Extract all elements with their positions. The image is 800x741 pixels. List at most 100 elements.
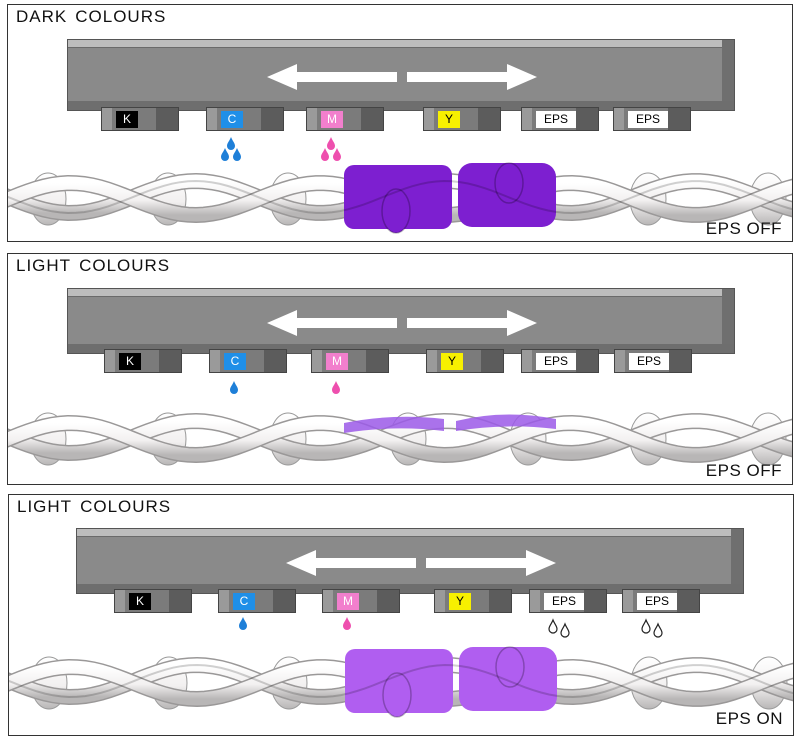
head-right bbox=[169, 590, 191, 612]
head-right bbox=[377, 590, 399, 612]
ink-drop-icon bbox=[321, 137, 341, 161]
head-left bbox=[424, 108, 434, 130]
fabric-yarns bbox=[8, 412, 792, 466]
head-label: EPS bbox=[536, 111, 576, 128]
print-head-eps: EPS bbox=[613, 107, 691, 131]
print-head-c: C bbox=[206, 107, 284, 131]
panel-title-word: COLOURS bbox=[75, 7, 167, 26]
ink-drop-icon bbox=[321, 148, 329, 161]
print-carriage bbox=[76, 528, 744, 594]
dye-area bbox=[456, 414, 556, 431]
head-right bbox=[489, 590, 511, 612]
head-right bbox=[366, 350, 388, 372]
print-head-k: K bbox=[101, 107, 179, 131]
head-right bbox=[273, 590, 295, 612]
panel-title-word: LIGHT bbox=[17, 497, 73, 516]
fabric-yarns bbox=[9, 646, 793, 718]
print-head-k: K bbox=[104, 349, 182, 373]
ink-drop-icon bbox=[221, 137, 241, 161]
double-arrow-icon bbox=[286, 550, 556, 576]
carriage-rail bbox=[77, 529, 743, 537]
head-right bbox=[478, 108, 500, 130]
print-head-m: M bbox=[306, 107, 384, 131]
ink-drop-icon bbox=[230, 381, 238, 394]
head-right bbox=[576, 350, 598, 372]
head-left bbox=[623, 590, 633, 612]
head-right bbox=[481, 350, 503, 372]
ink-drop-icon bbox=[548, 618, 570, 638]
ink-drop-icon bbox=[239, 617, 247, 630]
ink-drop-icon bbox=[343, 617, 351, 630]
carriage-rail bbox=[68, 289, 734, 297]
ink-drop-icon bbox=[233, 148, 241, 161]
carriage-side bbox=[722, 40, 734, 110]
head-left bbox=[615, 350, 625, 372]
ink-drop-icon bbox=[227, 137, 235, 150]
carriage-rail bbox=[68, 40, 734, 48]
ink-drop-icon bbox=[332, 381, 340, 394]
head-left bbox=[307, 108, 317, 130]
head-label: M bbox=[326, 353, 348, 370]
head-label: Y bbox=[449, 593, 471, 610]
head-left bbox=[323, 590, 333, 612]
head-left bbox=[530, 590, 540, 612]
head-label: C bbox=[233, 593, 255, 610]
ink-drop-icon bbox=[239, 617, 247, 630]
head-left bbox=[102, 108, 112, 130]
head-label: C bbox=[224, 353, 246, 370]
print-head-m: M bbox=[322, 589, 400, 613]
eps-status: EPS ON bbox=[715, 709, 783, 728]
head-right bbox=[669, 350, 691, 372]
print-head-eps: EPS bbox=[521, 107, 599, 131]
carriage-bottom bbox=[68, 344, 734, 353]
print-head-c: C bbox=[209, 349, 287, 373]
head-label: K bbox=[119, 353, 141, 370]
carriage-bottom bbox=[68, 101, 734, 110]
double-arrow-icon bbox=[267, 64, 537, 90]
ink-drop-icon bbox=[327, 137, 335, 150]
double-arrow-icon bbox=[267, 310, 537, 336]
print-carriage bbox=[67, 39, 735, 111]
ink-drop-icon bbox=[333, 148, 341, 161]
head-label: EPS bbox=[544, 593, 584, 610]
print-head-y: Y bbox=[423, 107, 501, 131]
fabric-yarns bbox=[8, 162, 792, 234]
head-right bbox=[159, 350, 181, 372]
head-right bbox=[677, 590, 699, 612]
ink-drop-icon bbox=[221, 148, 229, 161]
print-head-y: Y bbox=[434, 589, 512, 613]
head-left bbox=[312, 350, 322, 372]
head-left bbox=[210, 350, 220, 372]
print-head-k: K bbox=[114, 589, 192, 613]
ink-drop-icon bbox=[653, 622, 663, 638]
ink-drop-icon bbox=[641, 618, 663, 638]
eps-status: EPS OFF bbox=[705, 461, 782, 480]
print-head-eps: EPS bbox=[622, 589, 700, 613]
panel-title-word: COLOURS bbox=[79, 256, 171, 275]
head-right bbox=[584, 590, 606, 612]
print-carriage bbox=[67, 288, 735, 354]
head-label: EPS bbox=[628, 111, 668, 128]
head-label: K bbox=[129, 593, 151, 610]
head-right bbox=[361, 108, 383, 130]
head-label: K bbox=[116, 111, 138, 128]
head-left bbox=[207, 108, 217, 130]
ink-drop-icon bbox=[230, 381, 238, 394]
head-label: EPS bbox=[637, 593, 677, 610]
head-label: M bbox=[321, 111, 343, 128]
ink-drop-icon bbox=[548, 618, 558, 634]
head-label: Y bbox=[438, 111, 460, 128]
print-head-m: M bbox=[311, 349, 389, 373]
head-left bbox=[105, 350, 115, 372]
print-head-eps: EPS bbox=[529, 589, 607, 613]
print-head-eps: EPS bbox=[521, 349, 599, 373]
ink-drop-icon bbox=[641, 618, 651, 634]
head-right bbox=[264, 350, 286, 372]
head-left bbox=[522, 108, 532, 130]
print-head-c: C bbox=[218, 589, 296, 613]
